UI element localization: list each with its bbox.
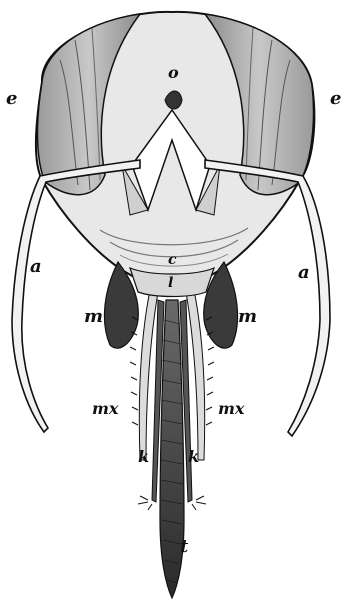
label-t: t xyxy=(180,536,189,557)
label-o: o xyxy=(168,63,179,82)
label-e-left: e xyxy=(6,88,17,109)
label-mx-right: mx xyxy=(218,399,245,418)
label-m-right: m xyxy=(238,306,257,327)
label-m-left: m xyxy=(84,306,103,327)
label-l: l xyxy=(168,275,173,291)
head-capsule xyxy=(36,12,314,292)
label-k-right: k xyxy=(188,447,199,466)
label-k-left: k xyxy=(138,447,149,466)
label-a-left: a xyxy=(30,256,42,277)
label-mx-left: mx xyxy=(92,399,119,418)
label-a-right: a xyxy=(298,262,310,283)
label-c: c xyxy=(168,252,177,268)
label-e-right: e xyxy=(330,88,341,109)
